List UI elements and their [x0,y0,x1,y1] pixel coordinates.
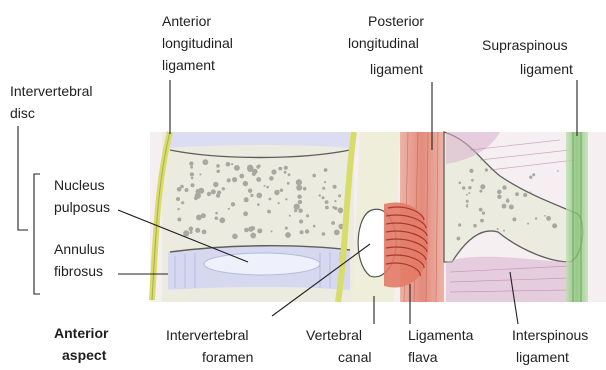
label-anterior-longitudinal-ligament-1: Anterior [162,13,211,29]
label-vertebral-canal-2: canal [338,349,371,365]
disc-bracket [18,126,28,230]
label-intervertebral-foramen-1: Intervertebral [166,327,248,343]
disc-sub-bracket [34,174,40,294]
label-intervertebral-disc-2: disc [10,105,35,121]
label-ligamenta-flava-2: flava [408,349,438,365]
label-supraspinous-ligament-1: Supraspinous [482,37,568,53]
nucleus-pulposus-shape [204,253,320,275]
label-annulus-fibrosus-1: Annulus [54,241,105,257]
label-anterior-aspect-2: aspect [62,347,107,363]
label-anterior-longitudinal-ligament-2: longitudinal [162,35,233,51]
label-intervertebral-foramen-2: foramen [202,349,253,365]
label-intervertebral-disc-1: Intervertebral [10,83,92,99]
label-posterior-longitudinal-ligament-1: Posterior [368,13,424,29]
label-anterior-aspect-1: Anterior [54,325,109,341]
label-anterior-longitudinal-ligament-3: ligament [162,57,215,73]
label-interspinous-ligament-2: ligament [516,349,569,365]
label-nucleus-pulposus-1: Nucleus [54,177,105,193]
label-ligamenta-flava-1: Ligamenta [408,327,474,343]
label-nucleus-pulposus-2: pulposus [54,199,110,215]
label-posterior-longitudinal-ligament-2: longitudinal [348,35,419,51]
label-vertebral-canal-1: Vertebral [306,327,362,343]
label-interspinous-ligament-1: Interspinous [512,327,588,343]
supraspinous-ligament-shape [566,132,588,302]
label-supraspinous-ligament-2: ligament [520,61,573,77]
label-posterior-longitudinal-ligament-3: ligament [370,61,423,77]
label-annulus-fibrosus-2: fibrosus [54,263,103,279]
